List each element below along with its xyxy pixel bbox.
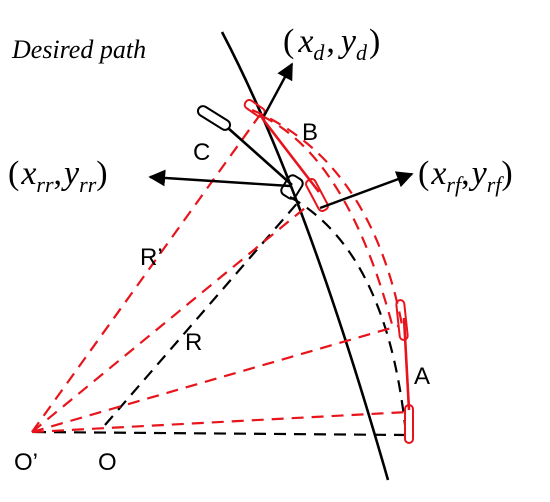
red-line-to-a-lower <box>31 410 409 434</box>
radius-r-line <box>104 199 301 426</box>
arrow-desired <box>262 62 294 117</box>
desired-path-curve <box>220 31 390 481</box>
label-b: B <box>302 119 318 146</box>
coordinate-arrows <box>148 62 414 210</box>
desired-path-label: Desired path <box>11 35 146 64</box>
label-o: O <box>98 449 117 476</box>
coord-desired-label: (xd,yd) <box>283 23 380 65</box>
baseline-o-line <box>33 430 407 437</box>
red-line-to-a-upper <box>31 324 399 434</box>
vehicle-a <box>395 299 414 444</box>
arrow-front <box>319 171 414 210</box>
label-o-prime: O’ <box>14 449 38 476</box>
black-radius-lines <box>33 199 407 437</box>
label-a: A <box>414 363 430 390</box>
radius-r-prime-line <box>31 111 263 433</box>
label-r: R <box>185 329 202 356</box>
label-r-prime: R’ <box>140 244 163 271</box>
coord-front-label: (xrf,yrf) <box>418 155 513 197</box>
coord-rear-label: (xrr,yrr) <box>8 155 108 197</box>
red-line-to-front <box>31 207 306 433</box>
red-radius-lines <box>31 111 409 434</box>
red-turning-arcs <box>251 108 404 329</box>
red-inner-arc <box>261 115 395 329</box>
black-turning-arc <box>289 196 407 426</box>
arrow-rear <box>148 169 291 188</box>
vehicle-b <box>243 98 329 212</box>
red-outer-arc <box>251 108 404 326</box>
vehicle-c <box>196 105 304 200</box>
label-c: C <box>193 139 210 166</box>
